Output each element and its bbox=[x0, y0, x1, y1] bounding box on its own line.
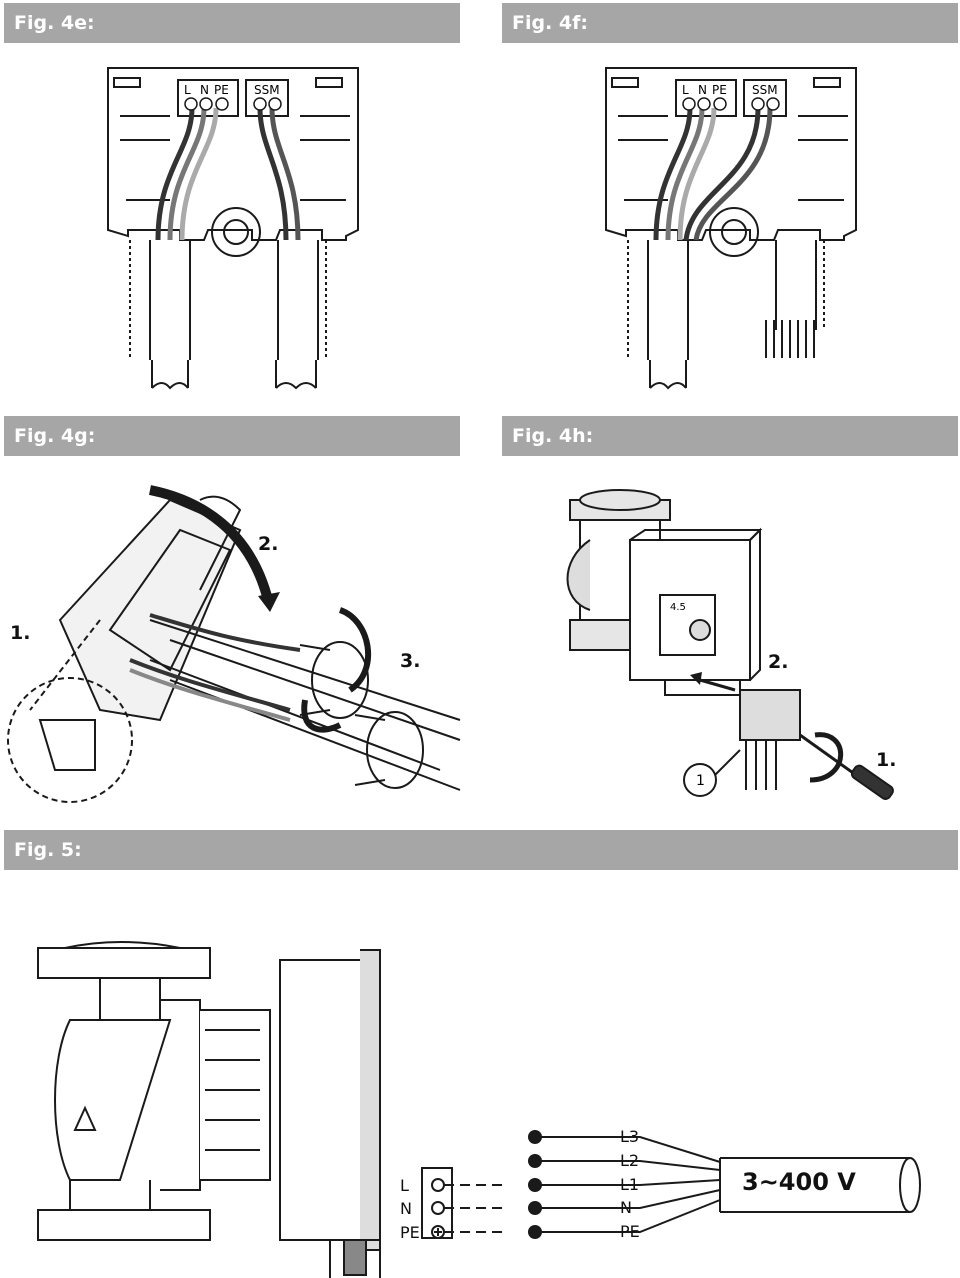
fig-4f-term-l: L bbox=[682, 83, 689, 97]
fig-4e-term-pe: PE bbox=[214, 83, 229, 97]
fig-5-term-pe: PE bbox=[400, 1223, 420, 1242]
fig-4f-drawing: L N PE SSM bbox=[605, 67, 857, 390]
fig-4g-drawing bbox=[7, 485, 461, 803]
fig-4h-step-1: 1. bbox=[876, 749, 897, 771]
fig-5-drawing bbox=[37, 941, 921, 1278]
fig-5-wire-l3: L3 bbox=[620, 1127, 640, 1146]
fig-5-term-l: L bbox=[400, 1176, 409, 1195]
fig-4f-caption: Fig. 4f: bbox=[502, 3, 958, 43]
fig-4e-drawing: L N PE SSM bbox=[107, 67, 359, 390]
fig-4h-callout-1: 1 bbox=[696, 773, 705, 789]
fig-4f-term-n: N bbox=[698, 83, 707, 97]
fig-4g-step-1: 1. bbox=[10, 622, 31, 644]
fig-4f-term-ssm: SSM bbox=[752, 83, 778, 97]
fig-5-term-n: N bbox=[400, 1199, 412, 1218]
fig-4g-step-2: 2. bbox=[258, 533, 279, 555]
fig-4e-term-n: N bbox=[200, 83, 209, 97]
fig-4h-drawing: 4.5 1 bbox=[566, 489, 894, 800]
fig-5-wire-n: N bbox=[620, 1198, 632, 1217]
fig-5-caption: Fig. 5: bbox=[4, 830, 958, 870]
fig-4e-term-l: L bbox=[184, 83, 191, 97]
fig-4h-step-2: 2. bbox=[768, 651, 789, 673]
fig-4g-caption: Fig. 4g: bbox=[4, 416, 460, 456]
fig-5-wire-l1: L1 bbox=[620, 1175, 640, 1194]
fig-4h-display: 4.5 bbox=[670, 602, 686, 613]
fig-4g-step-3: 3. bbox=[400, 650, 421, 672]
fig-4e-term-ssm: SSM bbox=[254, 83, 280, 97]
fig-5-wire-l2: L2 bbox=[620, 1151, 640, 1170]
fig-4f-term-pe: PE bbox=[712, 83, 727, 97]
fig-5-wire-pe: PE bbox=[620, 1222, 640, 1241]
fig-5-supply-voltage: 3~400 V bbox=[742, 1168, 856, 1196]
fig-4h-caption: Fig. 4h: bbox=[502, 416, 958, 456]
fig-4e-caption: Fig. 4e: bbox=[4, 3, 460, 43]
